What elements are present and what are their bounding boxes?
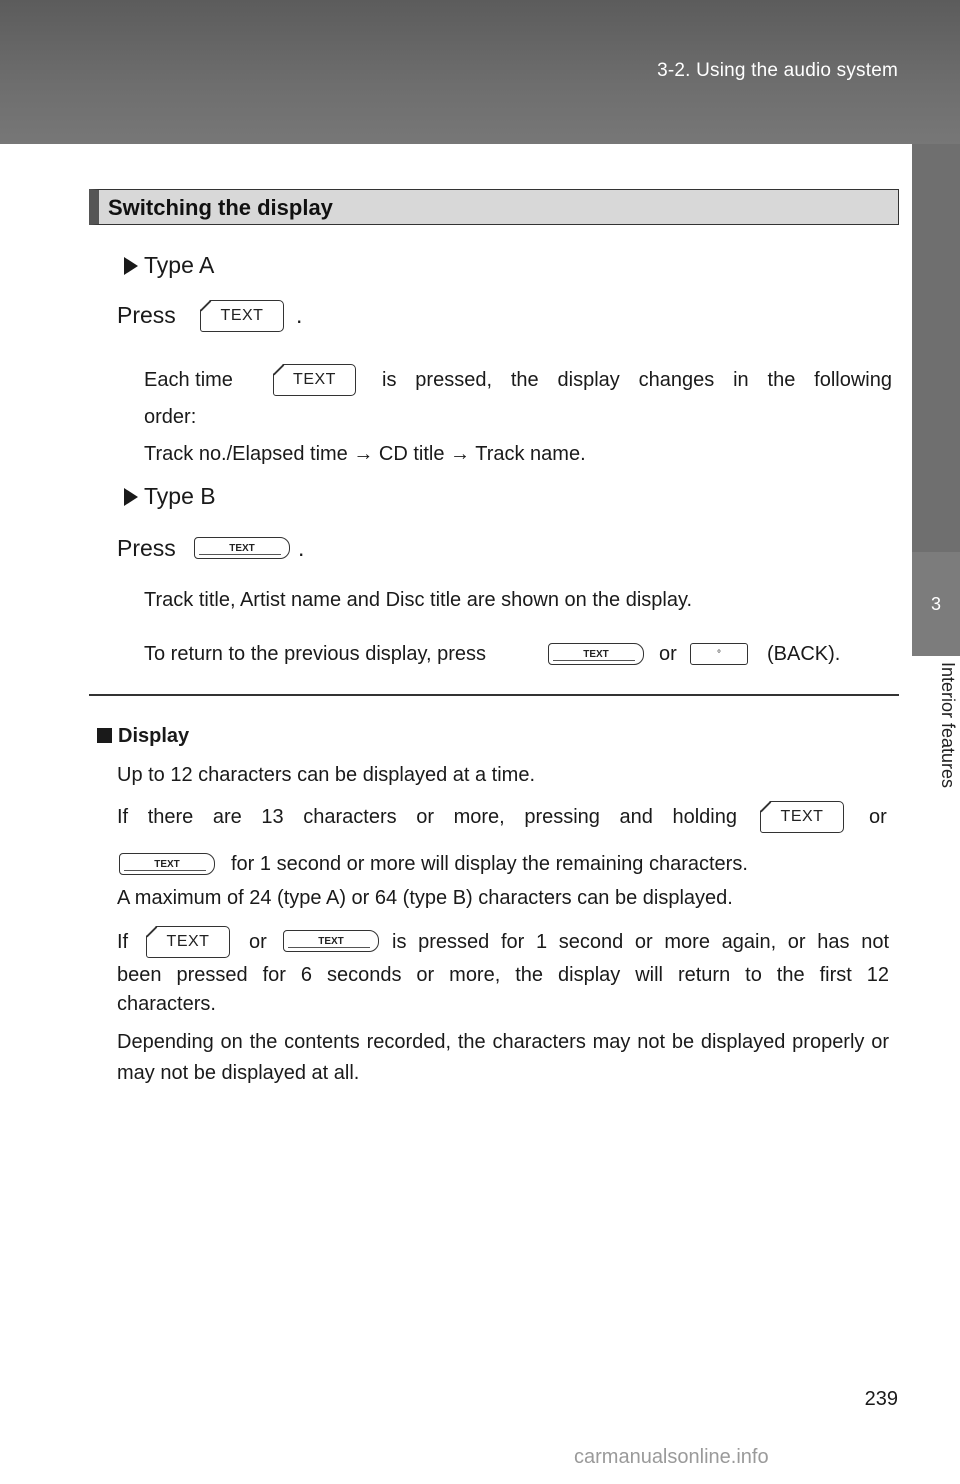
text-button-type-a[interactable]: TEXT [200, 300, 284, 332]
page-number: 239 [864, 1388, 898, 1410]
note-paragraph: Depending on the contents recorded, the … [117, 1031, 889, 1084]
bullet-arrow-icon [124, 488, 138, 506]
back-text: (BACK). [767, 643, 841, 665]
text-button-type-b[interactable]: TEXT [283, 930, 379, 952]
text-button-type-a[interactable]: TEXT [273, 364, 356, 396]
note-line: for 1 second or more will display the re… [231, 853, 748, 875]
note-line: been pressed for 6 seconds or more, the … [117, 964, 889, 986]
type-a-label: Type A [144, 252, 215, 278]
side-band-lower [912, 656, 960, 1484]
press-period: . [296, 302, 303, 328]
shown-text: Track title, Artist name and Disc title … [144, 589, 693, 611]
note-line: Up to 12 characters can be displayed at … [117, 764, 536, 786]
press-word: Press [117, 302, 176, 328]
order-text: order: [144, 406, 197, 428]
chapter-label: Interior features [938, 662, 958, 789]
text-button-type-a[interactable]: TEXT [146, 926, 230, 958]
header-title: 3-2. Using the audio system [657, 60, 898, 81]
section-heading: Switching the display [89, 189, 899, 225]
or-text: or [869, 806, 887, 828]
note-line: If there are 13 characters or more, pres… [117, 806, 737, 828]
back-button[interactable]: ° [690, 643, 748, 665]
square-bullet-icon [97, 728, 112, 743]
display-heading-text: Display [118, 725, 190, 747]
text-button-type-b[interactable]: TEXT [548, 643, 644, 665]
each-time-rest: is pressed, the display changes in the f… [382, 369, 892, 391]
or-text: or [249, 931, 267, 953]
type-b-label: Type B [144, 483, 216, 509]
note-line: characters. [117, 993, 216, 1015]
side-band-top [912, 144, 960, 552]
display-heading: Display [97, 722, 189, 750]
bullet-arrow-icon [124, 257, 138, 275]
return-text: To return to the previous display, press [144, 643, 487, 665]
text-button-type-b[interactable]: TEXT [194, 537, 290, 559]
page-header: 3-2. Using the audio system [0, 0, 960, 144]
display-sequence: Track no./Elapsed time → CD title → Trac… [144, 443, 586, 465]
section-divider [89, 694, 899, 696]
note-line: is pressed for 1 second or more again, o… [392, 931, 889, 953]
or-text: or [659, 643, 677, 665]
text-button-type-a[interactable]: TEXT [760, 801, 844, 833]
note-line: A maximum of 24 (type A) or 64 (type B) … [117, 887, 733, 909]
each-time-text: Each time [144, 369, 233, 391]
if-text: If [117, 931, 129, 953]
watermark: carmanualsonline.info [574, 1446, 769, 1468]
section-heading-text: Switching the display [108, 195, 333, 220]
text-button-type-b[interactable]: TEXT [119, 853, 215, 875]
press-word: Press [117, 535, 176, 561]
chapter-tab: 3 [912, 552, 960, 656]
press-period: . [298, 535, 305, 561]
